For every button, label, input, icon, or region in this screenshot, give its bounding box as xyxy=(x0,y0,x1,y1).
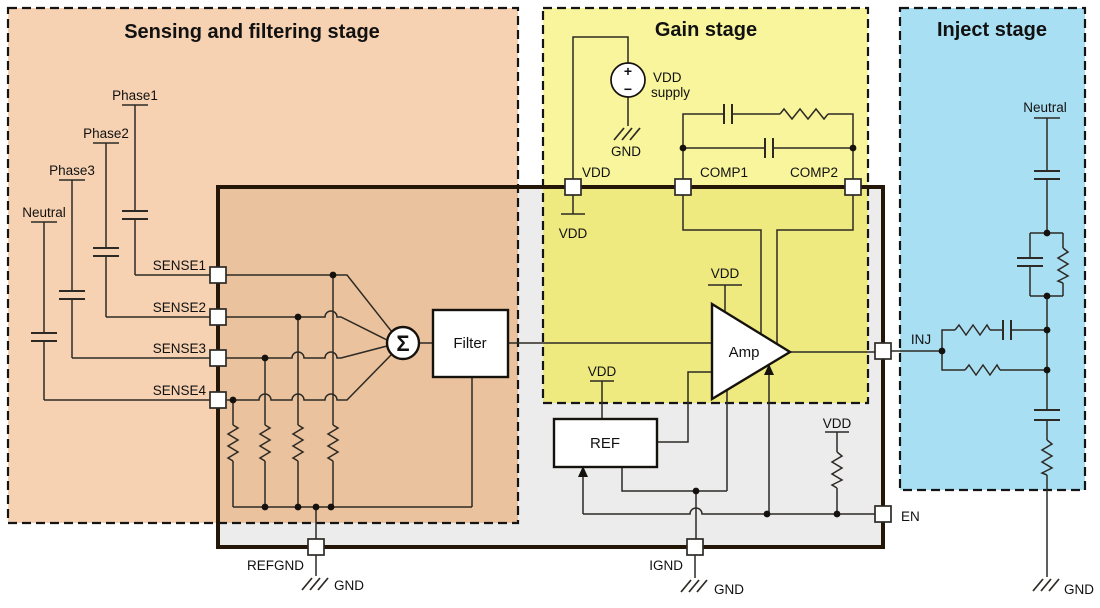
sigma-label: Σ xyxy=(396,331,409,356)
sense1-label: SENSE1 xyxy=(153,258,206,273)
comp1-label: COMP1 xyxy=(700,165,748,180)
pin-refgnd xyxy=(307,538,325,556)
inject-stage-border xyxy=(898,6,1087,492)
pin-sense1 xyxy=(209,266,227,284)
filter-label: Filter xyxy=(453,335,486,352)
supply-minus: − xyxy=(624,81,632,97)
amp-label: Amp xyxy=(729,344,760,361)
inject-gnd-label: GND xyxy=(1064,582,1094,597)
comp2-label: COMP2 xyxy=(790,165,838,180)
ic-border xyxy=(216,185,885,549)
sensing-stage-border xyxy=(6,6,520,525)
pin-sense4 xyxy=(209,391,227,409)
labels: Sensing and filtering stage Gain stage I… xyxy=(22,19,1094,597)
vdd-pin-label: VDD xyxy=(582,165,611,180)
refgnd-gnd-label: GND xyxy=(334,578,364,593)
comp-upper-capacitor xyxy=(723,104,733,124)
stage-backgrounds xyxy=(8,8,1085,547)
pullup-vdd-label: VDD xyxy=(823,416,852,431)
vdd-supply-label-1: VDD xyxy=(653,70,682,85)
inject-gnd-symbol xyxy=(1032,578,1060,592)
gain-internal-wires xyxy=(315,195,875,578)
phase3-label: Phase3 xyxy=(49,163,95,178)
refgnd-gnd-symbol xyxy=(301,577,329,591)
amp-enable-arrow xyxy=(764,364,774,375)
amp-block xyxy=(710,301,793,402)
sense2-label: SENSE2 xyxy=(153,300,206,315)
pin-vdd xyxy=(564,178,582,196)
ref-label: REF xyxy=(590,435,620,452)
inj-pin-label: INJ xyxy=(911,332,931,347)
neutral-capacitor xyxy=(31,332,57,342)
sensing-stage-title: Sensing and filtering stage xyxy=(124,21,380,43)
inject-stage-region xyxy=(900,8,1085,490)
ignd-gnd-label: GND xyxy=(714,582,744,597)
pin-comp2 xyxy=(844,178,862,196)
ignd-pin-label: IGND xyxy=(649,558,683,573)
vdd-supply-source xyxy=(610,62,646,98)
inject-stage-title: Inject stage xyxy=(937,19,1047,41)
sense3-resistor xyxy=(258,424,272,462)
sense4-label: SENSE4 xyxy=(153,383,207,398)
phase1-label: Phase1 xyxy=(112,88,158,103)
inject-parallel-capacitor xyxy=(1017,257,1043,267)
pin-en xyxy=(874,505,892,523)
ignd-gnd-symbol xyxy=(680,579,708,593)
phase2-label: Phase2 xyxy=(83,126,129,141)
pin-sense3 xyxy=(209,349,227,367)
inject-series-resistor xyxy=(1040,439,1054,476)
pin-ignd xyxy=(686,538,704,556)
supply-plus: + xyxy=(624,63,632,79)
summing-node xyxy=(385,325,421,361)
comp-lower-capacitor xyxy=(764,138,774,158)
sense4-resistor xyxy=(226,424,240,462)
refgnd-pin-label: REFGND xyxy=(247,558,304,573)
gain-over-ic-region xyxy=(543,187,868,403)
pin-inj xyxy=(874,342,892,360)
sense3-label: SENSE3 xyxy=(153,341,206,356)
phase-input-wires xyxy=(31,104,210,401)
pin-sense2 xyxy=(209,308,227,326)
inj-upper-resistor xyxy=(954,323,991,337)
inj-lower-resistor xyxy=(964,363,1001,377)
ref-vdd-label: VDD xyxy=(588,364,617,379)
gain-gnd-label: GND xyxy=(611,144,641,159)
blocks: Σ Filter REF Amp xyxy=(385,301,793,469)
inject-parallel-resistor xyxy=(1056,247,1070,284)
junction-dots xyxy=(229,144,1051,518)
en-pullup-resistor xyxy=(830,451,844,489)
phase3-capacitor xyxy=(59,290,85,300)
ic-pins xyxy=(209,178,892,556)
gain-stage-title: Gain stage xyxy=(655,19,757,41)
gain-external-wires xyxy=(572,36,854,179)
stage-borders xyxy=(6,6,1087,525)
ref-enable-arrow xyxy=(578,466,588,477)
sense-internal-wires xyxy=(226,274,712,539)
en-pin-label: EN xyxy=(901,509,920,524)
inject-neutral-label: Neutral xyxy=(1023,100,1067,115)
filter-block xyxy=(431,308,510,379)
pin-comp1 xyxy=(674,178,692,196)
vdd-rail-label: VDD xyxy=(559,226,588,241)
comp-resistor xyxy=(779,107,829,121)
vdd-supply-label-2: supply xyxy=(651,85,690,100)
inject-neutral-capacitor xyxy=(1034,170,1060,180)
inject-series-capacitor xyxy=(1034,409,1060,421)
neutral-label: Neutral xyxy=(22,205,66,220)
amp-vdd-label: VDD xyxy=(711,266,740,281)
inj-feedback-capacitor xyxy=(1002,320,1012,340)
sense2-resistor xyxy=(291,424,305,462)
sense1-resistor xyxy=(326,424,340,462)
gain-stage-border xyxy=(541,6,870,405)
phase1-capacitor xyxy=(122,210,148,220)
phase2-capacitor xyxy=(93,247,119,257)
ref-block xyxy=(552,417,659,469)
